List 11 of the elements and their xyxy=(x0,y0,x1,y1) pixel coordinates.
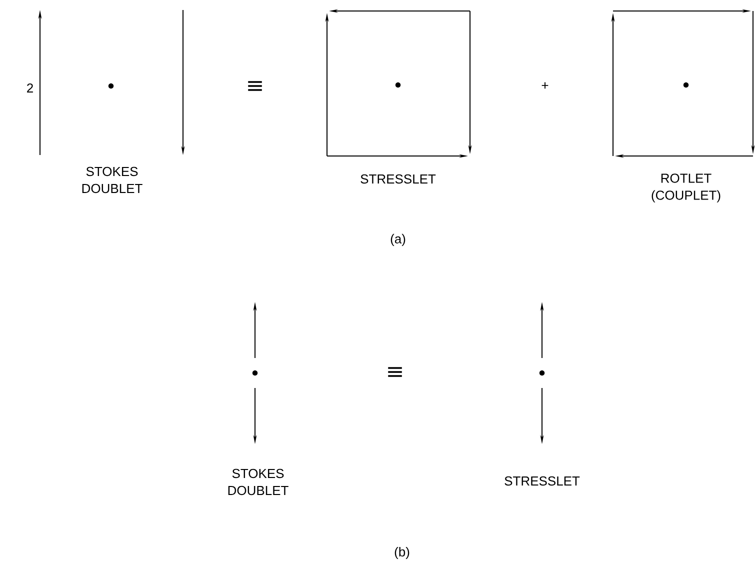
equivalence-sign: ≡ xyxy=(388,367,402,377)
figure-label: ROTLET (COUPLET) xyxy=(652,174,720,202)
panel-label: (b) xyxy=(394,546,410,560)
plus-sign: + xyxy=(542,82,548,89)
figure-label: STOKES DOUBLET xyxy=(82,166,142,194)
figure-label: STRESSLET xyxy=(360,174,436,184)
figure-label: STOKES DOUBLET xyxy=(228,468,288,496)
panel-label: (a) xyxy=(390,234,406,246)
equivalence-sign: ≡ xyxy=(248,81,262,91)
coefficient: 2 xyxy=(27,83,33,93)
figure-label: STRESSLET xyxy=(504,476,580,486)
